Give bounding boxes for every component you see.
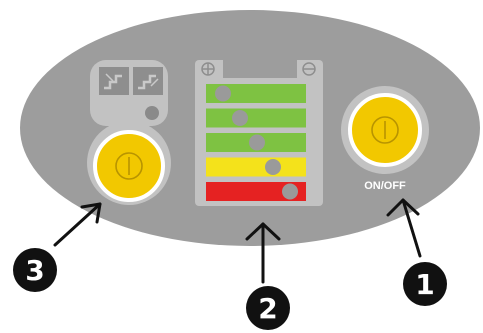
- svg-text:1: 1: [415, 268, 434, 301]
- callout-arrow-1: [386, 198, 422, 258]
- callout-arrow-3: [53, 202, 102, 247]
- mode-indicator-led: [145, 106, 159, 120]
- level-bar-1: [206, 84, 306, 103]
- callout-badge-2: 2: [246, 286, 290, 330]
- callout-badge-1: 1: [403, 262, 447, 306]
- level-bar-2: [206, 108, 306, 128]
- level-led-4: [265, 159, 281, 175]
- level-led-5: [282, 183, 298, 200]
- level-bar-4: [206, 157, 306, 177]
- mode-icon-stairs-left[interactable]: [99, 67, 129, 95]
- level-led-1: [215, 85, 231, 102]
- level-led-2: [232, 110, 248, 126]
- svg-text:3: 3: [25, 254, 44, 287]
- onoff-label: ON/OFF: [364, 180, 406, 192]
- mode-power-button[interactable]: [93, 130, 165, 202]
- svg-text:2: 2: [258, 292, 277, 325]
- screw-icon: [302, 62, 316, 76]
- callout-badge-3: 3: [13, 248, 57, 292]
- screw-icon: [201, 62, 215, 76]
- level-bar-5: [206, 182, 306, 201]
- level-indicator: [195, 60, 323, 206]
- callout-arrow-2: [245, 222, 281, 284]
- level-led-3: [249, 134, 265, 151]
- onoff-button[interactable]: [348, 93, 422, 167]
- mode-icon-stairs-right[interactable]: [133, 67, 163, 95]
